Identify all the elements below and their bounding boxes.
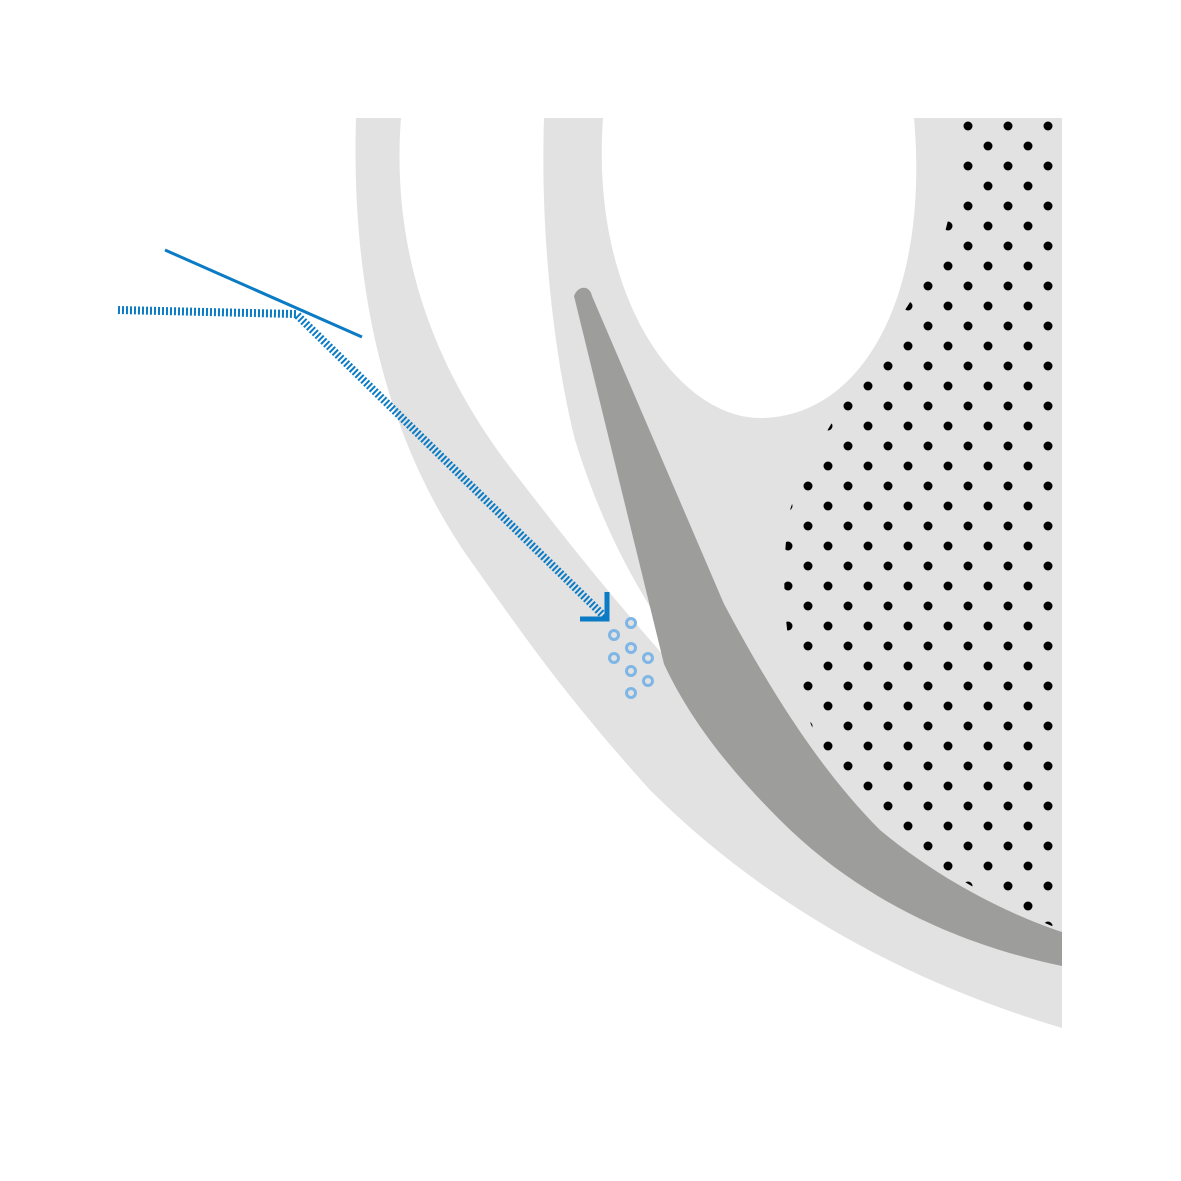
inner-dark-wedge — [574, 287, 1062, 966]
ray-arrowhead-icon — [580, 592, 610, 622]
particle-ring-icon — [625, 687, 637, 699]
particle-ring-icon — [625, 665, 637, 677]
particle-ring-icon — [608, 652, 620, 664]
particle-ring-icon — [625, 617, 637, 629]
particle-ring-icon — [642, 652, 654, 664]
incident-ray — [164, 248, 363, 339]
particle-ring-icon — [608, 629, 620, 641]
dotted-region — [784, 118, 1062, 930]
particle-ring-icon — [625, 642, 637, 654]
particle-cluster — [608, 617, 654, 699]
tissue-group — [355, 118, 1062, 1028]
particle-ring-icon — [642, 675, 654, 687]
